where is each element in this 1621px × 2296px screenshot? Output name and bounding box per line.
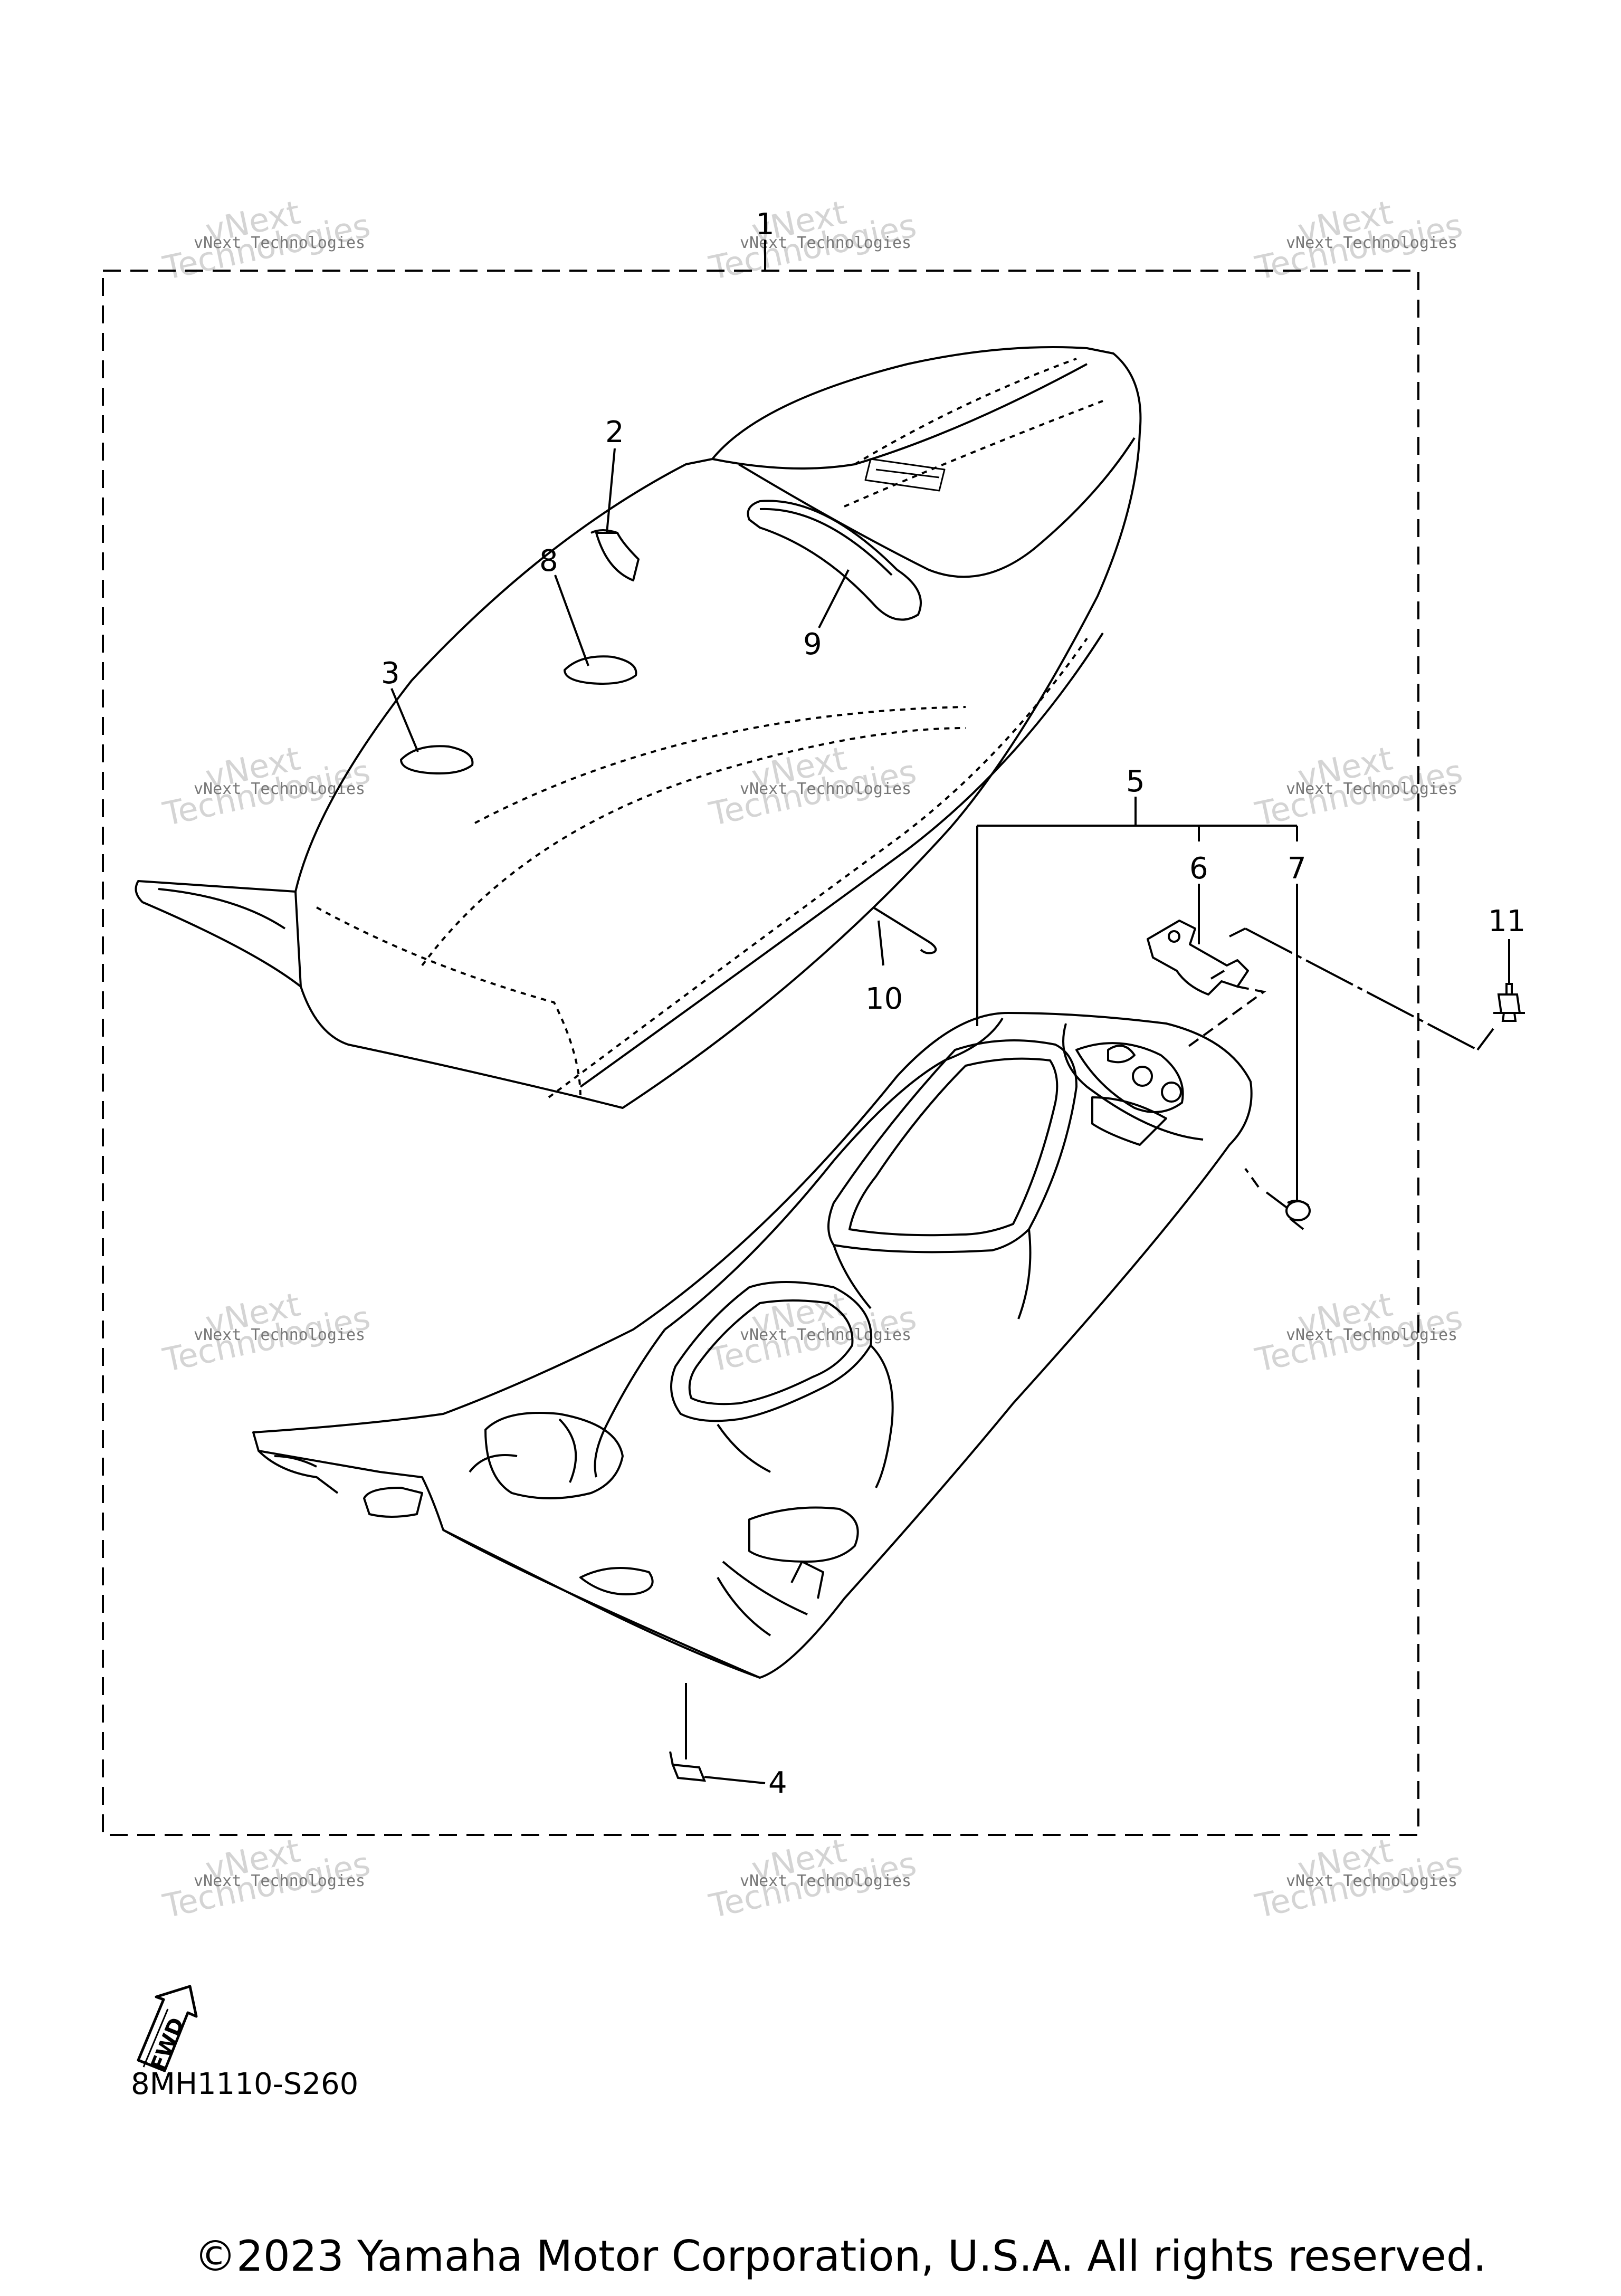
watermark-text: vNext Technologies xyxy=(740,1326,911,1344)
watermark-text: vNext Technologies xyxy=(194,1872,365,1890)
watermark-text: vNext Technologies xyxy=(194,234,365,252)
wire-clip-part xyxy=(872,906,937,954)
callout-1: 1 xyxy=(756,207,775,242)
callout-7: 7 xyxy=(1288,852,1307,886)
callout-11: 11 xyxy=(1488,904,1525,939)
copyright-notice: ©2023 Yamaha Motor Corporation, U.S.A. A… xyxy=(194,2232,1487,2281)
watermark-text: vNext Technologies xyxy=(740,234,911,252)
fwd-arrow-icon: FWD xyxy=(137,1985,198,2074)
callout-2: 2 xyxy=(605,415,624,449)
callout-6: 6 xyxy=(1189,852,1208,886)
callout-5: 5 xyxy=(1126,764,1145,799)
watermark-text: vNext Technologies xyxy=(194,1326,365,1344)
callout-labels: 1 2 3 4 5 6 7 8 9 10 11 xyxy=(381,207,1525,1800)
seat-top-illustration xyxy=(135,346,1142,1109)
callout-9: 9 xyxy=(803,627,822,662)
watermark-text: vNext Technologies xyxy=(1286,780,1457,798)
callout-8: 8 xyxy=(539,544,558,578)
bracket-part xyxy=(1147,920,1249,996)
watermark-text: vNext Technologies xyxy=(1286,234,1457,252)
watermark-text: vNext Technologies xyxy=(740,1872,911,1890)
watermark-text: vNext Technologies xyxy=(194,780,365,798)
leader-lines xyxy=(390,240,1510,1784)
seat-bottom-illustration xyxy=(252,1012,1253,1679)
callout-10: 10 xyxy=(865,982,903,1016)
watermark-text: vNext Technologies xyxy=(1286,1872,1457,1890)
callout-3: 3 xyxy=(381,656,400,691)
clip-part xyxy=(669,1751,707,1782)
watermark-text: vNext Technologies xyxy=(740,780,911,798)
assembly-boundary xyxy=(102,270,1419,1836)
screw-part xyxy=(1493,983,1525,1022)
grommet-part xyxy=(1285,1200,1311,1230)
diagram-code: 8MH1110-S260 xyxy=(131,2067,359,2101)
callout-4: 4 xyxy=(768,1766,787,1800)
watermark-text: vNext Technologies xyxy=(1286,1326,1457,1344)
